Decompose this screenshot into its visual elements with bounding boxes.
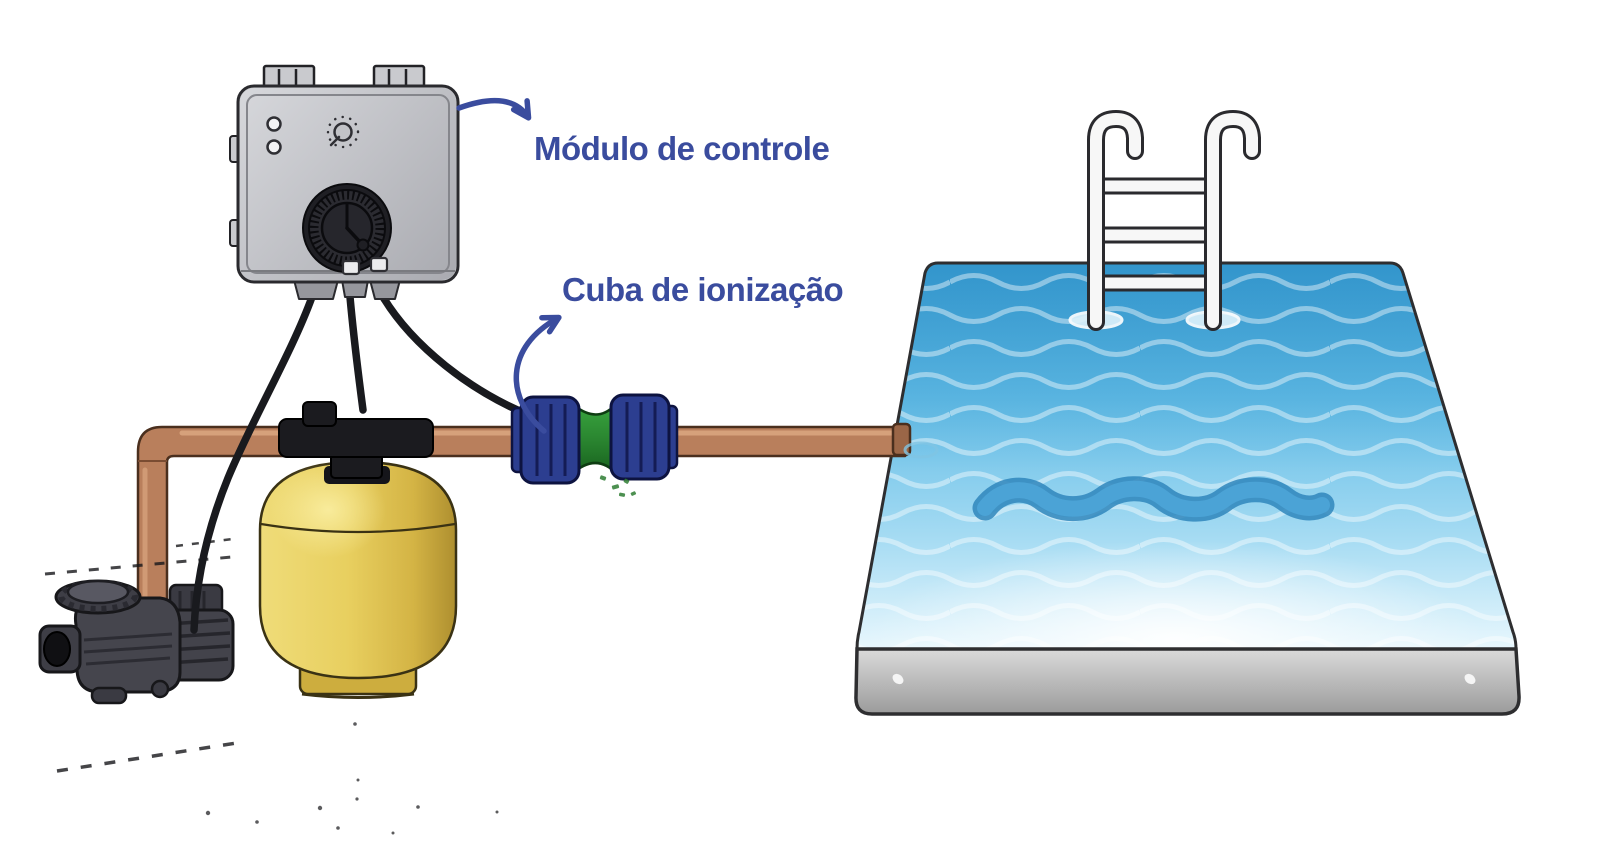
- annotations: Módulo de controle Cuba de ionização: [456, 97, 844, 434]
- cable-to-cell: [379, 293, 538, 421]
- led-indicator-1: [266, 116, 282, 132]
- module-window-2: [369, 256, 389, 273]
- pool-ladder: [1068, 109, 1261, 331]
- ladder-rail-left: [1087, 109, 1144, 331]
- ionization-cell-label: Cuba de ionização: [562, 271, 843, 308]
- pump-body-ribs: [83, 632, 173, 666]
- cell-nut-right-ridges: [625, 402, 657, 472]
- cable-to-valve: [346, 293, 367, 414]
- potentiometer-knob: [326, 115, 360, 149]
- water-wave-symbol: [972, 476, 1335, 522]
- ladder-rail-right: [1204, 109, 1261, 331]
- base-mark-left: [892, 673, 904, 685]
- multiport-valve: [278, 401, 434, 484]
- timer-dial-knob: [356, 238, 370, 252]
- arrow-to-module-label: [456, 97, 532, 121]
- pool-base-wall: [854, 647, 1521, 716]
- control-module: [229, 64, 460, 300]
- valve-top-knob: [302, 401, 337, 427]
- led-indicator-2: [266, 139, 282, 155]
- pump-foot: [90, 686, 128, 705]
- pool: [854, 109, 1521, 716]
- dash-line-lower: [56, 740, 244, 773]
- filter-tank: [258, 460, 458, 699]
- pump-inlet-opening: [43, 631, 71, 667]
- control-module-label: Módulo de controle: [534, 130, 829, 167]
- water-waves: [857, 263, 1516, 649]
- arrow-to-cell-label: [513, 314, 562, 434]
- timer-dial: [302, 183, 392, 273]
- pool-pump: [38, 579, 235, 705]
- pipe-entry-ripple: [903, 441, 939, 459]
- module-window-1: [341, 259, 361, 276]
- cell-nut-left-ridges: [535, 404, 567, 476]
- cell-paint-specks: [599, 475, 637, 497]
- tank-seam: [260, 522, 456, 534]
- cable-to-pump: [190, 293, 316, 634]
- pump-foot-round: [150, 679, 170, 699]
- electrode-cables: [190, 293, 538, 634]
- valve-body: [278, 418, 434, 458]
- ionization-cell: [510, 393, 679, 497]
- tank-pedestal-shadow: [301, 692, 415, 699]
- pump-strainer-lid: [66, 579, 130, 605]
- pipe-end-cap: [891, 422, 912, 457]
- sketch-specks: [205, 722, 499, 835]
- ladder-rungs: [1091, 177, 1218, 292]
- base-mark-right: [1464, 673, 1476, 685]
- tank-highlight: [270, 462, 386, 558]
